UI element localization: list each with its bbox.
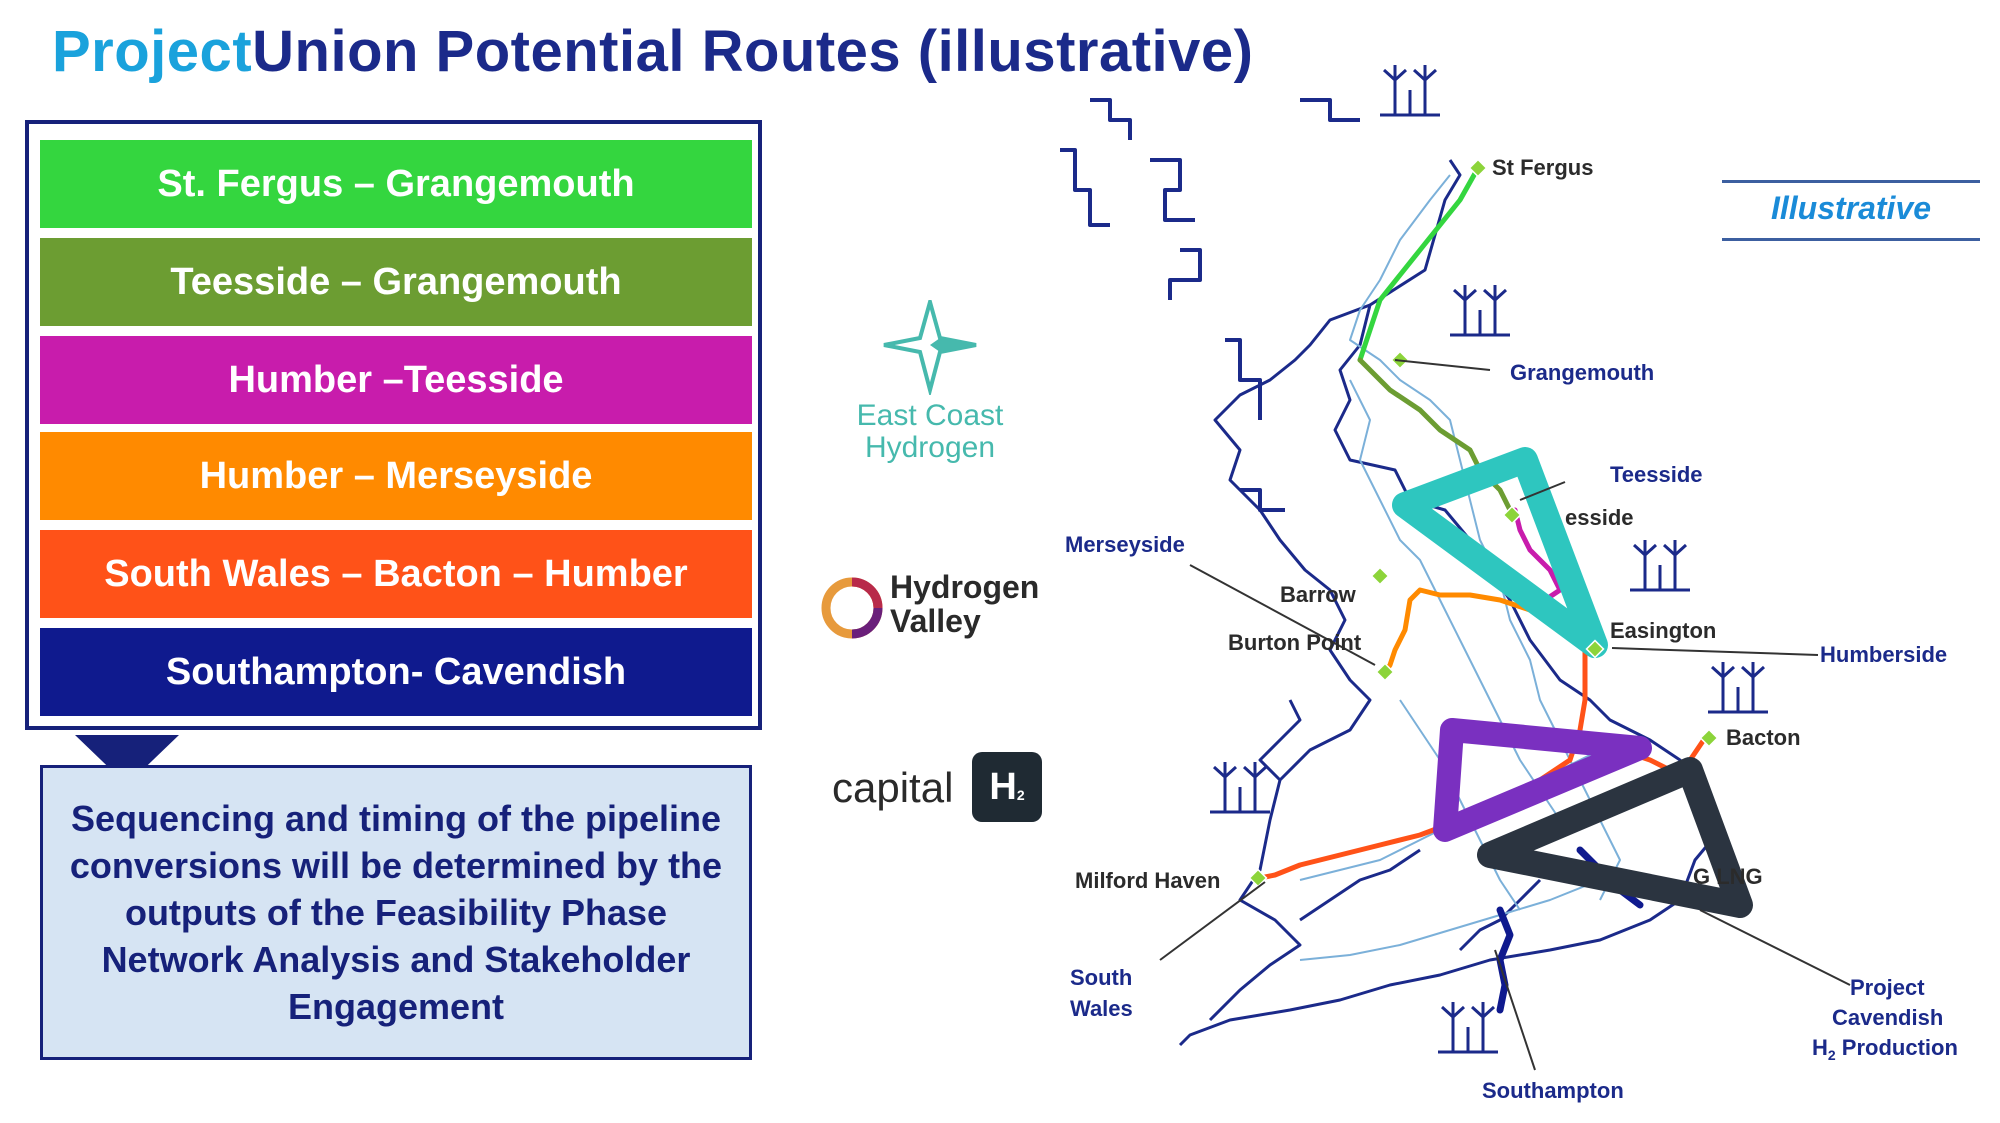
routes-bracket <box>25 120 762 730</box>
route-south-wales-bacton-humber: South Wales – Bacton – Humber <box>40 530 752 618</box>
title-brand: Project <box>52 19 253 84</box>
label-project-cavendish-line2: Cavendish <box>1832 1005 1943 1030</box>
label-south-wales-line2: Wales <box>1070 996 1133 1021</box>
east-coast-hydrogen-star-icon <box>883 300 977 395</box>
label-teesside-partial: esside <box>1565 505 1634 530</box>
offshore-wind-turbine-icon <box>1450 285 1510 337</box>
illustrative-rule-bottom <box>1722 238 1980 241</box>
sequencing-note: Sequencing and timing of the pipeline co… <box>40 765 752 1060</box>
offshore-wind-turbine-icon <box>1380 65 1440 117</box>
route-humber-merseyside: Humber – Merseyside <box>40 432 752 520</box>
label-southampton: Southampton <box>1482 1078 1624 1103</box>
hydrogen-valley-circle-icon <box>821 577 883 639</box>
hydrogen-valley-line2: Valley <box>890 603 981 639</box>
page-title: ProjectUnion Potential Routes (illustrat… <box>52 18 1254 85</box>
label-project-cavendish-line3: H2 Production <box>1812 1035 1958 1063</box>
offshore-wind-turbine-icon <box>1708 662 1768 714</box>
label-project-cavendish-h: H <box>1812 1035 1828 1060</box>
bracket-tick <box>25 120 29 136</box>
map-labels: St Fergus Grangemouth Teesside esside Me… <box>1065 155 1958 1103</box>
label-grain-lng: G LNG <box>1693 864 1763 889</box>
route-southampton-cavendish: Southampton- Cavendish <box>40 628 752 716</box>
label-st-fergus: St Fergus <box>1492 155 1593 180</box>
label-grangemouth: Grangemouth <box>1510 360 1654 385</box>
route-lines <box>1257 165 1708 1014</box>
hydrogen-valley-line1: Hydrogen <box>890 569 1040 605</box>
label-merseyside: Merseyside <box>1065 532 1185 557</box>
capital-h2-badge-letter: H <box>989 765 1017 808</box>
illustrative-rule-top <box>1722 180 1980 183</box>
bracket-tick <box>758 120 762 136</box>
east-coast-hydrogen-logo-text: East Coast Hydrogen <box>856 399 1004 464</box>
illustrative-tag: Illustrative <box>1770 190 1932 226</box>
label-milford-haven: Milford Haven <box>1075 868 1220 893</box>
label-easington: Easington <box>1610 618 1716 643</box>
offshore-wind-turbine-icon <box>1210 762 1270 814</box>
route-teesside-grangemouth: Teesside – Grangemouth <box>40 238 752 326</box>
label-teesside: Teesside <box>1610 462 1703 487</box>
label-south-wales-line1: South <box>1070 965 1132 990</box>
cluster-triangles <box>1392 447 1753 918</box>
site-markers <box>1248 158 1719 888</box>
title-rest: Union Potential Routes (illustrative) <box>252 19 1254 84</box>
capital-h2-logo-text: capital <box>832 764 954 811</box>
gas-network-lines <box>1060 98 1722 1047</box>
offshore-wind-turbine-icon <box>1630 540 1690 592</box>
label-project-cavendish-line1: Project <box>1850 975 1925 1000</box>
label-humberside: Humberside <box>1820 642 1947 667</box>
offshore-wind-turbine-icon <box>1438 1002 1498 1054</box>
label-bacton: Bacton <box>1726 725 1801 750</box>
label-barrow: Barrow <box>1280 582 1357 607</box>
route-st-fergus-grangemouth: St. Fergus – Grangemouth <box>40 140 752 228</box>
leader-lines <box>1159 359 1851 1071</box>
offshore-wind-turbine-icons <box>1210 65 1768 1054</box>
route-humber-teesside: Humber –Teesside <box>40 336 752 424</box>
label-burton-point: Burton Point <box>1228 630 1362 655</box>
